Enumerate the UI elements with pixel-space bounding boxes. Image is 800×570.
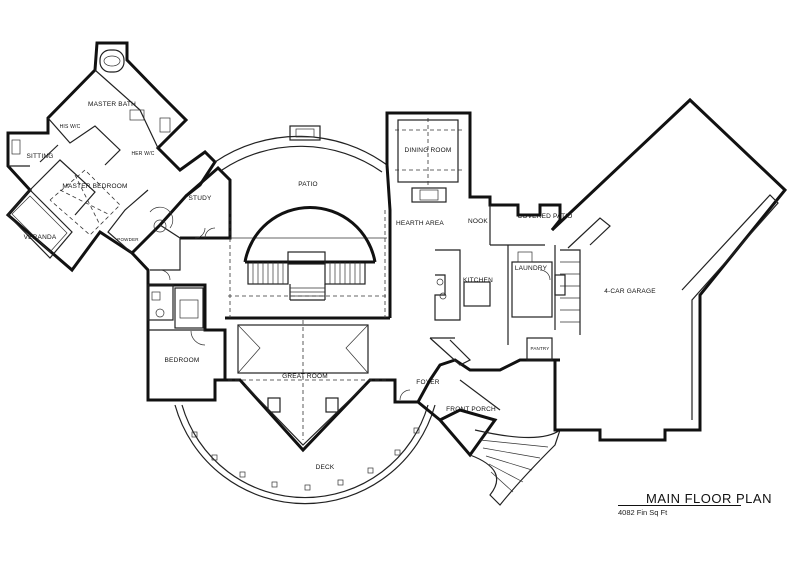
label-dining-room: DINING ROOM	[405, 147, 452, 154]
label-her-wic: HER W/C	[131, 151, 154, 157]
label-kitchen: KITCHEN	[463, 277, 493, 284]
label-front-porch: FRONT PORCH	[446, 406, 496, 413]
plan-title: MAIN FLOOR PLAN	[646, 491, 772, 506]
label-his-wic: HIS W/C	[60, 124, 81, 130]
label-nook: NOOK	[468, 218, 488, 225]
label-laundry: LAUNDRY	[515, 265, 548, 272]
garage-walls	[550, 97, 788, 442]
label-covered-patio: COVERED PATIO	[517, 213, 572, 220]
great-room-walls	[225, 210, 390, 453]
label-powder: POWDER	[117, 237, 139, 242]
label-foyer: FOYER	[416, 379, 439, 386]
label-veranda: VERANDA	[24, 234, 57, 241]
label-pantry: PANTRY	[530, 346, 549, 351]
label-bedroom: BEDROOM	[165, 357, 200, 364]
plan-area: 4082 Fin Sq Ft	[618, 508, 668, 517]
label-master-bedroom: MASTER BEDROOM	[62, 183, 127, 190]
label-study: STUDY	[188, 195, 211, 202]
label-great-room: GREAT ROOM	[282, 373, 328, 380]
central-stair	[243, 205, 377, 301]
bedroom-wing-walls	[130, 251, 227, 402]
title-underline	[618, 505, 741, 506]
kitchen-dining-walls	[385, 111, 562, 404]
front-porch	[399, 379, 562, 506]
room-labels: MASTER BATH HIS W/C HER W/C SITTING MAST…	[24, 101, 656, 471]
deck	[174, 404, 436, 505]
patio	[214, 125, 388, 239]
label-garage: 4-CAR GARAGE	[604, 288, 656, 295]
label-hearth-area: HEARTH AREA	[396, 220, 444, 227]
label-deck: DECK	[316, 464, 335, 471]
study-hall-walls	[149, 165, 232, 271]
label-master-bath: MASTER BATH	[88, 101, 136, 108]
veranda	[7, 189, 73, 259]
label-sitting: SITTING	[26, 153, 53, 160]
label-patio: PATIO	[298, 181, 318, 188]
